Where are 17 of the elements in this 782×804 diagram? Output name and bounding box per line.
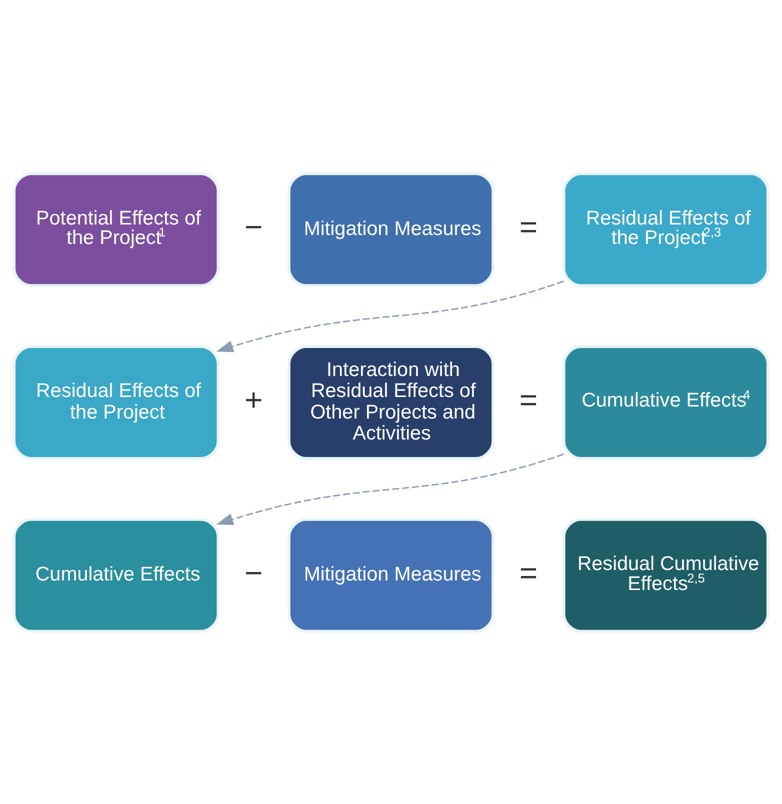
arrow [216,452,564,524]
arrow [216,280,564,352]
label: = [519,209,538,244]
node-box: Residual Cumulative Effects$^{2,5}$ [562,517,770,632]
node-box: Interaction with Residual Effects of Other Projects and Activities [288,344,494,460]
node-box: Potential Effects of the Project$^{1}$ [12,172,220,287]
label: − [244,209,263,244]
node-box: Mitigation Measures [288,172,494,287]
label: = [519,382,538,417]
node-box: Residual Effects of the Project [12,344,220,460]
label: − [244,554,263,590]
label: = [519,554,538,590]
node-box: Mitigation Measures [288,517,494,632]
node-box: Residual Effects of the Project$^{2,3}$ [562,172,770,287]
node-box: Cumulative Effects$^{4}$ [562,344,770,460]
label: + [244,382,263,417]
node-box: Cumulative Effects [12,517,220,632]
